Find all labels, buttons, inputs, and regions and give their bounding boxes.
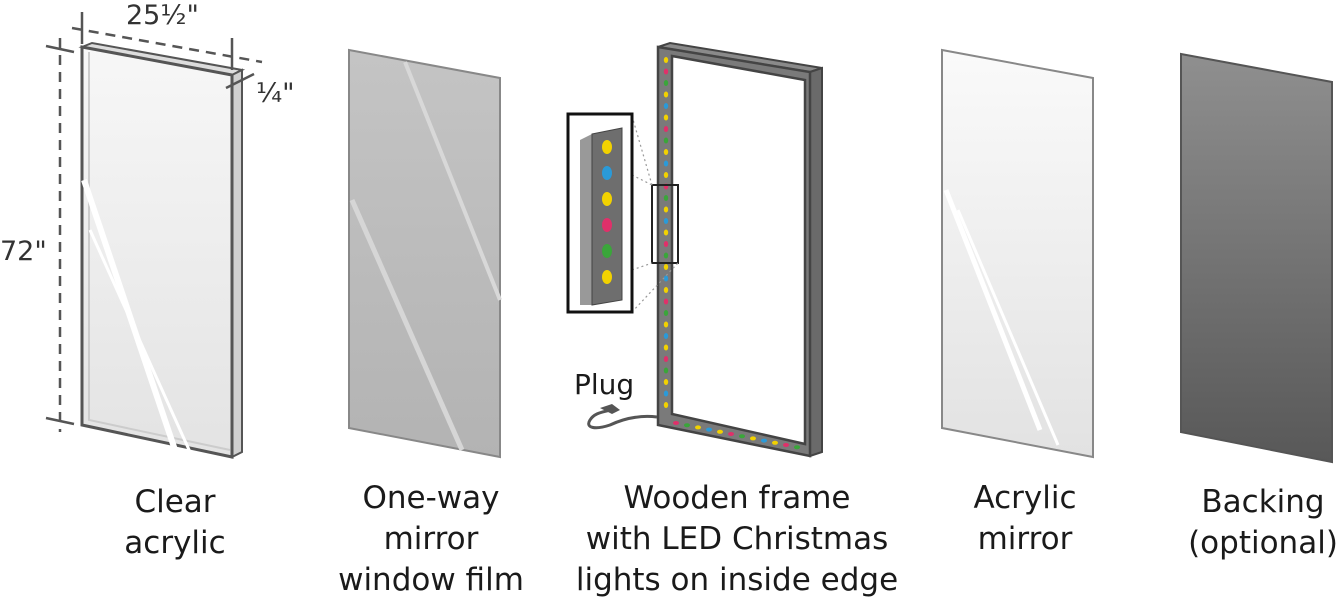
led-light [663, 356, 669, 362]
led-light [728, 432, 734, 436]
led-light [663, 321, 669, 328]
led-light [663, 298, 669, 305]
led-light [750, 436, 756, 441]
led-closeup-inset [566, 112, 634, 314]
led-light [663, 103, 669, 109]
led-light [663, 160, 669, 167]
led-light [663, 402, 669, 408]
led-light [602, 244, 612, 258]
led-light [602, 218, 612, 232]
led-light [663, 252, 669, 259]
zoom-region-box [651, 184, 679, 264]
led-light [663, 367, 669, 374]
led-light [663, 91, 669, 98]
led-light [663, 218, 669, 224]
led-light [663, 379, 669, 385]
led-light [695, 425, 701, 430]
led-light [783, 443, 789, 447]
led-light [663, 241, 669, 247]
one-way-mirror-film-panel [348, 48, 502, 459]
led-light [663, 275, 669, 282]
led-light [663, 310, 669, 316]
led-light [663, 68, 669, 75]
led-light [602, 140, 612, 154]
led-light [663, 195, 669, 201]
led-light [663, 172, 669, 178]
led-light [602, 166, 612, 180]
led-light [663, 229, 669, 236]
led-light [706, 427, 712, 432]
led-light [663, 206, 669, 213]
led-light [761, 438, 767, 443]
backing-panel [1180, 52, 1333, 464]
led-light [717, 429, 723, 434]
led-light [602, 192, 612, 206]
label-backing: Backing(optional) [1188, 484, 1337, 561]
led-light [663, 333, 669, 339]
width-dimension: 25½" [126, 0, 199, 31]
acrylic-mirror-panel [941, 48, 1094, 459]
led-light [663, 344, 669, 351]
clear-acrylic-panel [78, 41, 246, 459]
led-light [673, 421, 679, 425]
led-light [663, 126, 669, 132]
led-light [684, 423, 690, 428]
led-light [663, 149, 669, 155]
dimension-lines [45, 12, 263, 432]
led-light [739, 434, 745, 439]
led-light [663, 287, 669, 293]
thickness-dimension: ¼" [256, 78, 295, 109]
led-light [663, 137, 669, 144]
led-lights [663, 57, 800, 450]
led-light [663, 57, 669, 63]
led-light [663, 390, 669, 397]
height-dimension: 72" [0, 236, 47, 267]
plug-cord [587, 408, 658, 430]
led-light [663, 264, 669, 270]
led-light [772, 440, 778, 445]
plug-icon [600, 404, 620, 414]
led-light [602, 270, 612, 284]
led-light [663, 80, 669, 86]
led-light [794, 445, 800, 450]
wooden-frame [587, 41, 823, 458]
led-light [663, 114, 669, 121]
plug-label: Plug [574, 368, 635, 401]
